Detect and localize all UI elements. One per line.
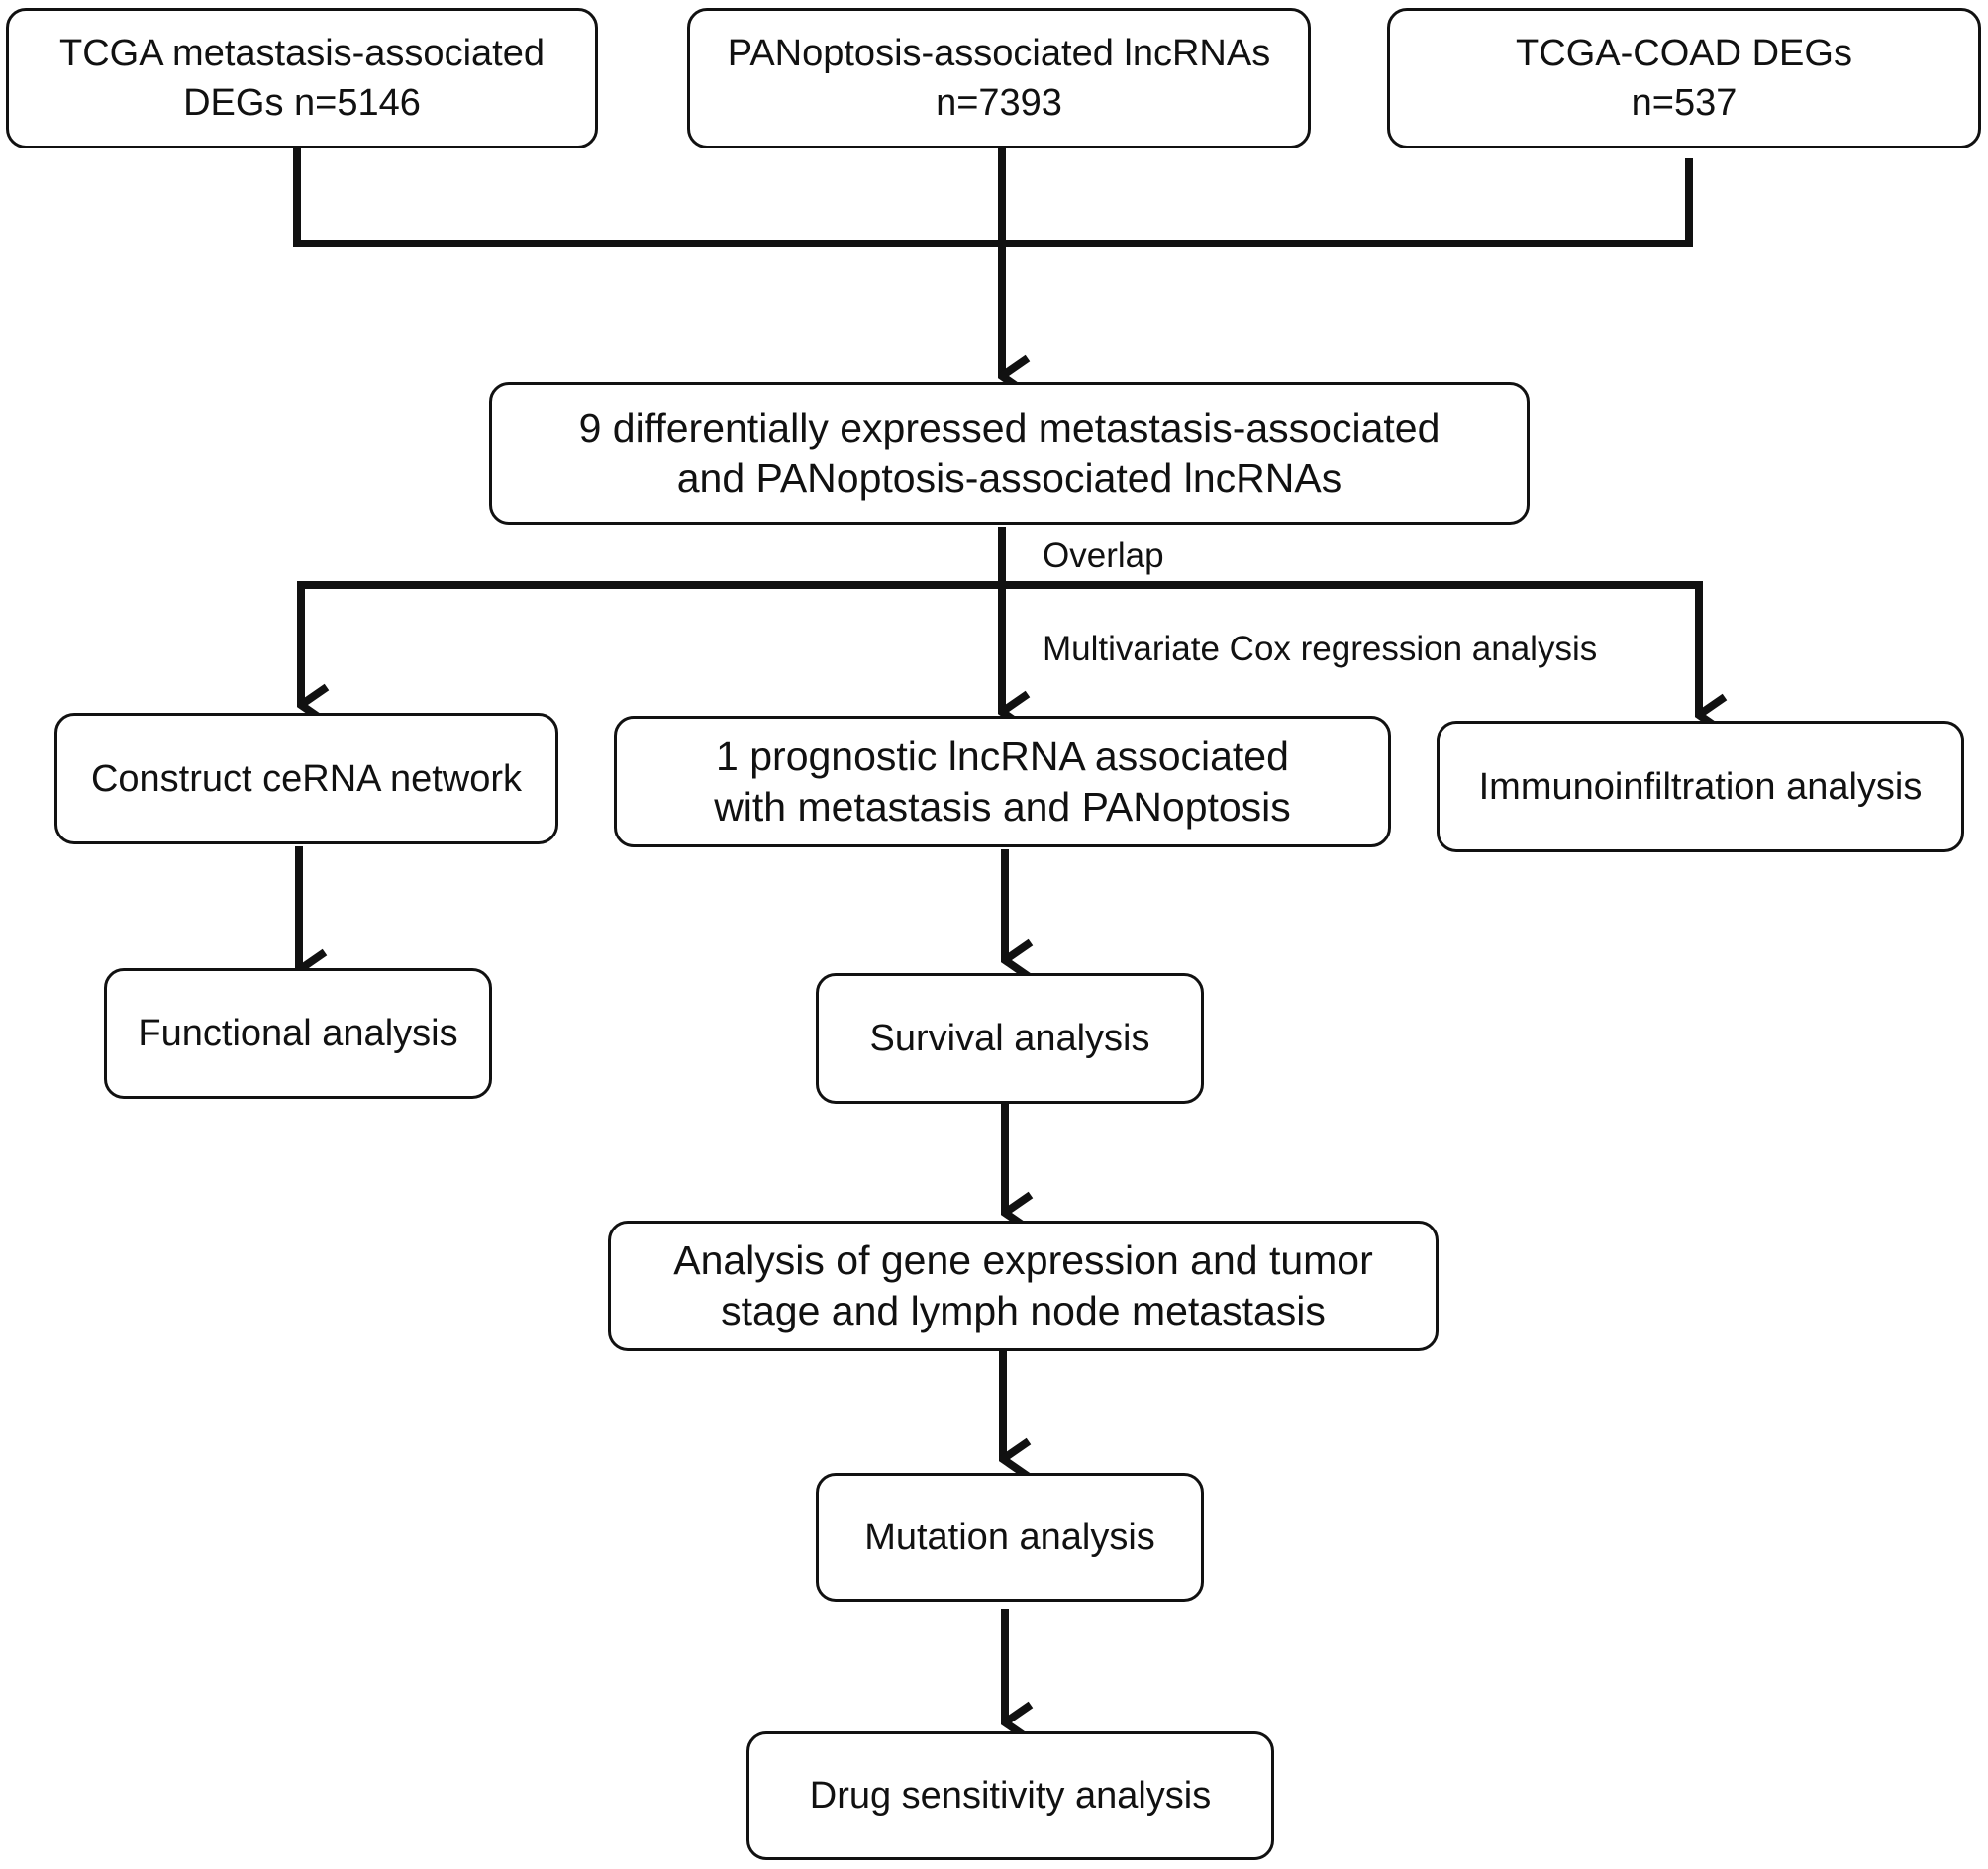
immunoinfiltration-label: Immunoinfiltration analysis [1478, 765, 1923, 808]
drug-sensitivity-box: Drug sensitivity analysis [746, 1731, 1274, 1860]
overlap-result-box: 9 differentially expressed metastasis-as… [489, 382, 1530, 525]
source-box-label: TCGA-COAD DEGs n=537 [1516, 33, 1852, 124]
cerna-network-box: Construct ceRNA network [54, 713, 558, 844]
source-box-tcga-coad: TCGA-COAD DEGs n=537 [1387, 8, 1981, 148]
survival-analysis-box: Survival analysis [816, 973, 1204, 1104]
source-box-label: PANoptosis-associated lncRNAs n=7393 [727, 33, 1271, 124]
mutation-analysis-label: Mutation analysis [864, 1517, 1155, 1558]
prognostic-lncrna-box: 1 prognostic lncRNA associated with meta… [614, 716, 1391, 847]
drug-sensitivity-label: Drug sensitivity analysis [809, 1775, 1212, 1817]
prognostic-lncrna-label: 1 prognostic lncRNA associated with meta… [714, 733, 1291, 830]
source-box-label: TCGA metastasis-associated DEGs n=5146 [59, 33, 545, 124]
overlap-edge-label: Overlap [1043, 537, 1164, 575]
survival-analysis-label: Survival analysis [869, 1018, 1150, 1059]
cox-regression-edge-label: Multivariate Cox regression analysis [1043, 630, 1598, 668]
source-box-tcga-metastasis: TCGA metastasis-associated DEGs n=5146 [6, 8, 598, 148]
functional-analysis-box: Functional analysis [104, 968, 492, 1099]
mutation-analysis-box: Mutation analysis [816, 1473, 1204, 1602]
immunoinfiltration-box: Immunoinfiltration analysis [1437, 721, 1964, 852]
expression-stage-label: Analysis of gene expression and tumor st… [673, 1237, 1373, 1333]
overlap-result-label: 9 differentially expressed metastasis-as… [578, 405, 1441, 501]
functional-analysis-label: Functional analysis [138, 1013, 458, 1054]
expression-stage-box: Analysis of gene expression and tumor st… [608, 1221, 1439, 1351]
cerna-network-label: Construct ceRNA network [90, 757, 523, 800]
source-box-panoptosis-lncrnas: PANoptosis-associated lncRNAs n=7393 [687, 8, 1311, 148]
